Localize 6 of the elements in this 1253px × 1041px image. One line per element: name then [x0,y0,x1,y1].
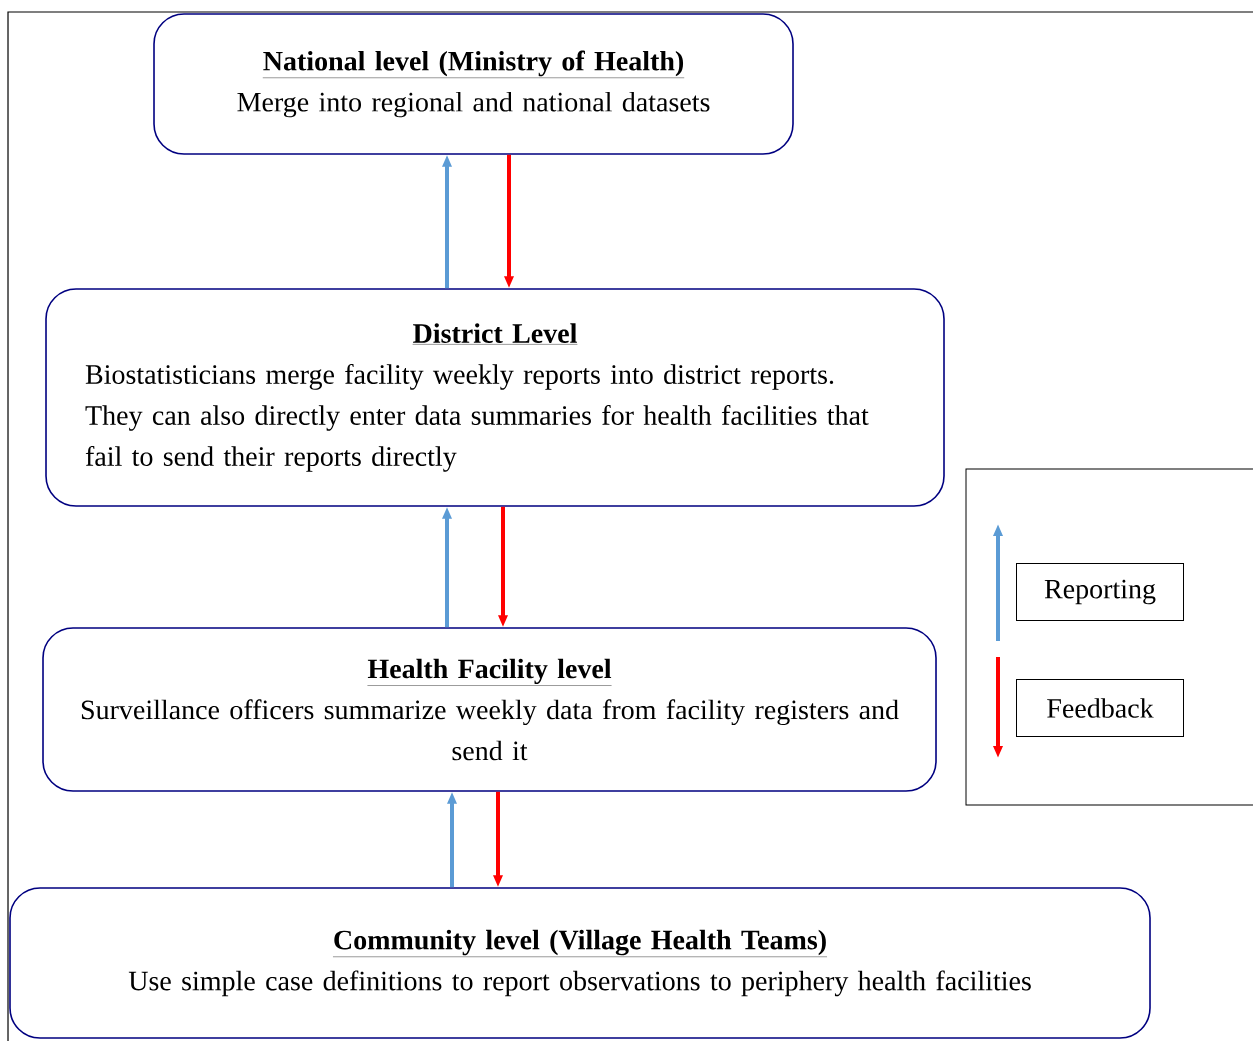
level-box: National level (Ministry of Health) Merge into regional and national datasets [153,13,794,155]
legend-label: Reporting [1016,563,1184,621]
level-box: Community level (Village Health Teams) Use simple case definitions to report observations to periphery health facilities [9,887,1151,1039]
level-box: Health Facility level Surveillance officers summarize weekly data from facility registers and send it [42,627,937,792]
level-box: District Level Biostatisticians merge facility weekly reports into district reports. They can also directly enter data summaries for health facilities that fail to send their reports directly [45,288,945,507]
legend-label: Feedback [1016,679,1184,737]
